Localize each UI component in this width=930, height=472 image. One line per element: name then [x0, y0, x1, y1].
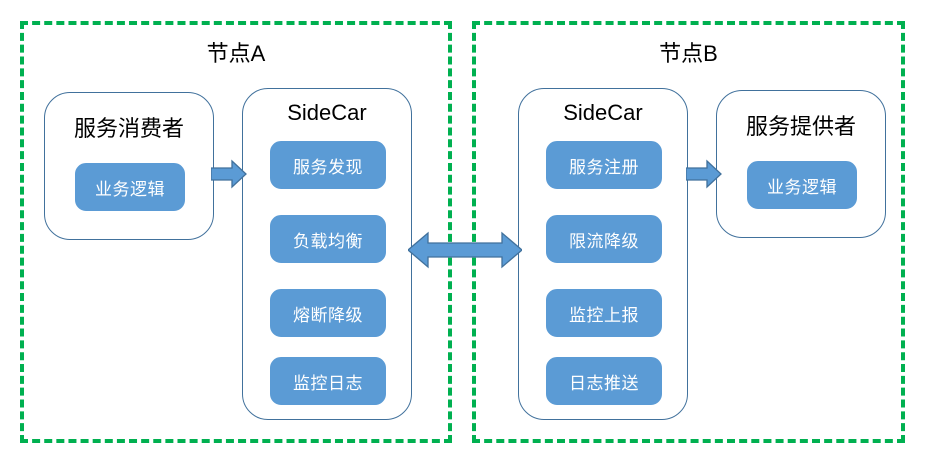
- pill-rate-limit[interactable]: 限流降级: [546, 215, 662, 263]
- panel-sidecar-a: SideCar 服务发现 负载均衡 熔断降级 监控日志: [242, 88, 412, 420]
- arrow-bidirectional-icon: [408, 231, 522, 269]
- pill-service-discovery[interactable]: 服务发现: [270, 141, 386, 189]
- arrow-right-icon: [686, 159, 722, 189]
- node-a-title: 节点A: [206, 41, 266, 66]
- pill-business-logic-b[interactable]: 业务逻辑: [747, 161, 857, 209]
- pill-service-register[interactable]: 服务注册: [546, 141, 662, 189]
- arrow-right-icon: [211, 159, 247, 189]
- pill-circuit-breaker[interactable]: 熔断降级: [270, 289, 386, 337]
- pill-monitor-report[interactable]: 监控上报: [546, 289, 662, 337]
- connector-consumer-to-sidecar-a: [211, 158, 247, 190]
- panel-service-provider: 服务提供者 业务逻辑: [716, 90, 886, 238]
- node-zone-a: [20, 21, 452, 443]
- node-zone-b: [472, 21, 905, 443]
- panel-service-consumer: 服务消费者 业务逻辑: [44, 92, 214, 240]
- pill-log-push[interactable]: 日志推送: [546, 357, 662, 405]
- service-provider-title: 服务提供者: [745, 114, 856, 139]
- panel-sidecar-b: SideCar 服务注册 限流降级 监控上报 日志推送: [518, 88, 688, 420]
- pill-business-logic-a[interactable]: 业务逻辑: [75, 163, 185, 211]
- node-b-title: 节点B: [659, 41, 718, 66]
- sidecar-a-title: SideCar: [287, 100, 367, 125]
- pill-monitor-log[interactable]: 监控日志: [270, 357, 386, 405]
- service-consumer-title: 服务消费者: [73, 116, 184, 141]
- sidecar-b-title: SideCar: [563, 100, 643, 125]
- pill-load-balance[interactable]: 负载均衡: [270, 215, 386, 263]
- connector-sidecar-a-to-sidecar-b: [408, 226, 522, 274]
- connector-sidecar-b-to-provider: [686, 158, 722, 190]
